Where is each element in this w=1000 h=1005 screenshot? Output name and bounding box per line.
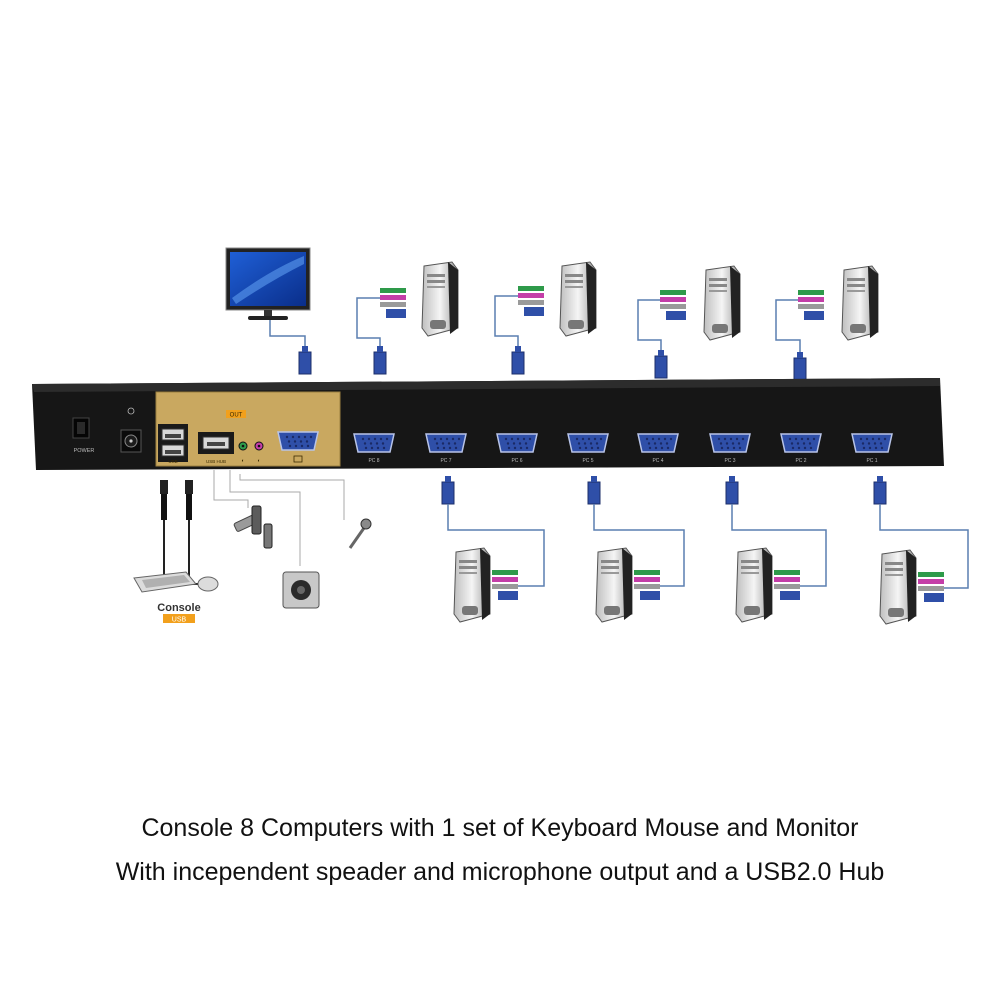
- svg-text:PC 4: PC 4: [652, 458, 663, 464]
- power-switch: [72, 417, 90, 439]
- keyboard-icon: [133, 571, 197, 593]
- usb-hub-port: [198, 432, 234, 454]
- computer-icon: [637, 265, 741, 379]
- pc-port-2: PC 2: [780, 433, 822, 464]
- pc-port-1: PC 1: [851, 433, 893, 464]
- computer-icon: [441, 475, 545, 623]
- usb-hub-label: USB HUB: [206, 459, 226, 464]
- monitor-icon: [225, 247, 311, 320]
- svg-text:PC 1: PC 1: [866, 458, 877, 464]
- pc-port-8: PC 8: [353, 433, 395, 464]
- dc-power-jack: [120, 407, 142, 453]
- audio-jacks: ◐ ◐: [238, 441, 264, 464]
- usb-flash-drive-icon: [233, 505, 273, 549]
- usb-cables: [160, 480, 200, 585]
- computer-icon: [873, 475, 969, 625]
- monitor-cable: [269, 320, 306, 352]
- power-label: POWER: [74, 448, 95, 454]
- peripheral-cables: [213, 470, 345, 566]
- caption-line-2: With incependent speader and microphone …: [115, 858, 885, 886]
- speaker-icon: [282, 571, 320, 609]
- console-usb-ports: [158, 424, 188, 462]
- computer-icon: [356, 261, 459, 375]
- microphone-icon: [348, 518, 372, 549]
- computer-icon: [725, 475, 827, 623]
- pc-port-3: PC 3: [709, 433, 751, 464]
- svg-text:PC 2: PC 2: [795, 458, 806, 464]
- pc-port-6: PC 6: [496, 433, 538, 464]
- monitor-vga-plug: [298, 345, 312, 375]
- svg-text:◐: ◐: [241, 458, 244, 464]
- svg-text:PC 8: PC 8: [368, 458, 379, 464]
- svg-text:◐: ◐: [257, 458, 260, 464]
- pc-port-5: PC 5: [567, 433, 609, 464]
- svg-text:OUT: OUT: [230, 413, 243, 419]
- computer-icon: [775, 265, 879, 381]
- svg-text:USB: USB: [172, 617, 187, 624]
- computer-icon: [587, 475, 685, 623]
- console-usb-label: USB: [168, 459, 177, 464]
- svg-text:PC 3: PC 3: [724, 458, 735, 464]
- computer-icon: [494, 261, 597, 375]
- pc-port-4: PC 4: [637, 433, 679, 464]
- svg-text:PC 6: PC 6: [511, 458, 522, 464]
- pc-port-7: PC 7: [425, 433, 467, 464]
- svg-text:PC 7: PC 7: [440, 458, 451, 464]
- svg-text:PC 5: PC 5: [582, 458, 593, 464]
- caption-line-1: Console 8 Computers with 1 set of Keyboa…: [141, 814, 859, 842]
- console-usb-badge: USB: [163, 614, 195, 624]
- console-vga-port: [277, 431, 319, 463]
- console-label: Console: [157, 602, 200, 614]
- mouse-icon: [197, 576, 219, 592]
- output-badge: OUT: [226, 410, 246, 419]
